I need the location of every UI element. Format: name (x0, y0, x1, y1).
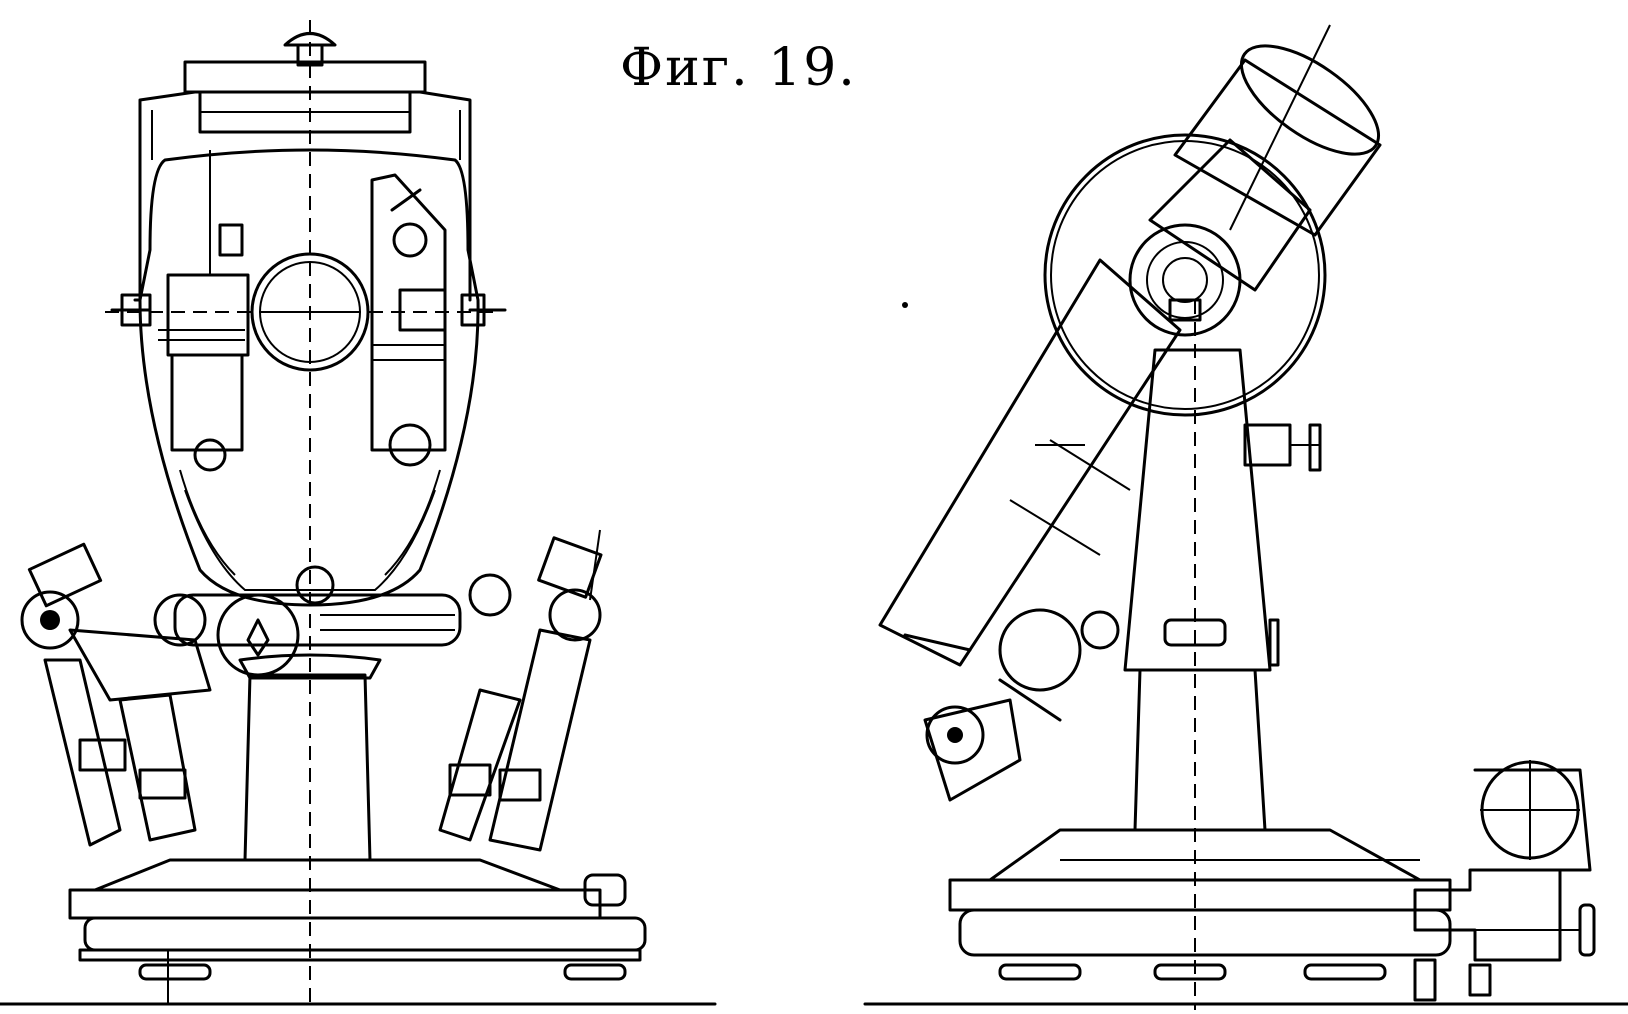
front-base (68, 858, 647, 962)
main-housing (138, 148, 480, 607)
left-leveling-arm (20, 542, 212, 847)
trunnion-hub (1128, 223, 1242, 337)
level-beam (153, 565, 512, 677)
outer-frame (133, 90, 472, 302)
telescope-lower (878, 258, 1182, 802)
side-foot-screws (998, 963, 1387, 981)
trunnion-circle (250, 252, 370, 372)
right-microscope (370, 173, 447, 467)
side-view (863, 24, 1628, 1010)
telescope-upper (1148, 24, 1382, 292)
figure-caption: Фиг. 19. (620, 38, 857, 98)
vertical-circle (1043, 133, 1327, 417)
front-pillar (243, 673, 372, 862)
side-base (948, 828, 1452, 957)
front-foot-screws (138, 873, 627, 1004)
side-column (1123, 348, 1272, 672)
stray-mark (902, 302, 908, 308)
top-cap (183, 60, 427, 134)
right-leveling-arm (438, 529, 603, 852)
side-eyepiece-bracket (1413, 760, 1596, 1002)
top-knob (283, 32, 337, 67)
front-view (0, 20, 717, 1010)
left-microscope (158, 150, 250, 472)
